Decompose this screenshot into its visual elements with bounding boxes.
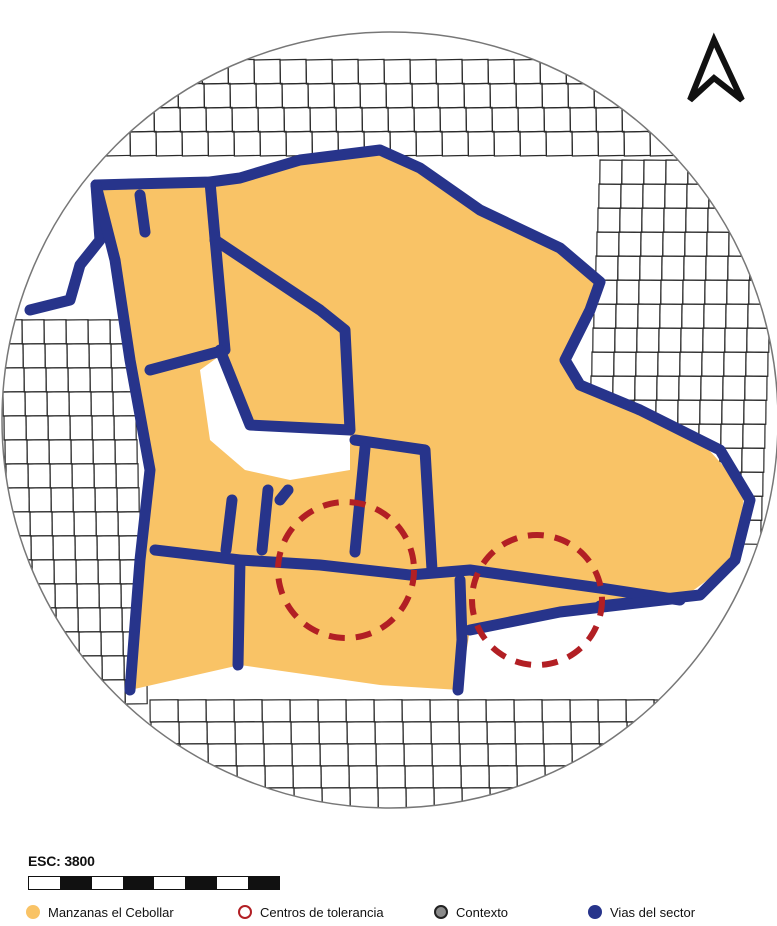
legend-label: Manzanas el Cebollar xyxy=(48,904,174,920)
road-outer-loop xyxy=(90,144,756,612)
context-swatch-icon xyxy=(434,905,448,919)
road-south-branch xyxy=(464,592,686,636)
road-south-vertical xyxy=(232,554,246,671)
scale-segment xyxy=(29,877,61,889)
road-inner-2 xyxy=(209,234,356,436)
legend-label: Vias del sector xyxy=(610,904,696,920)
tolerance-centers xyxy=(275,499,605,668)
excluded-area xyxy=(200,352,350,480)
legend-item-tolerance: Centros de tolerancia xyxy=(238,902,384,922)
road-stub-4 xyxy=(274,484,294,506)
road-stub-3 xyxy=(256,484,274,556)
legend-label: Contexto xyxy=(456,904,509,920)
scale-label: ESC: 3800 xyxy=(28,853,95,869)
tolerance-ring-icon xyxy=(238,905,252,919)
north-arrow-icon xyxy=(687,32,745,103)
map-canvas xyxy=(1,31,777,809)
road-mid-vertical-2 xyxy=(349,442,371,558)
legend-item-roads: Vias del sector xyxy=(588,902,695,922)
roads-swatch-icon xyxy=(588,905,602,919)
road-south-stub xyxy=(452,574,468,696)
road-stub-2 xyxy=(220,494,238,556)
legend-item-blocks: Manzanas el Cebollar xyxy=(26,902,174,922)
scale-segment xyxy=(247,877,279,889)
map-frame xyxy=(1,31,777,809)
context-parcels xyxy=(2,58,777,808)
roads xyxy=(24,144,756,696)
scale-segment xyxy=(60,877,92,889)
legend-label: Centros de tolerancia xyxy=(260,904,384,920)
road-stub-1 xyxy=(134,189,151,238)
scale-segment xyxy=(91,877,123,889)
scale-segment xyxy=(122,877,154,889)
road-mid-vertical xyxy=(349,434,438,576)
legend-item-context: Contexto xyxy=(434,902,508,922)
scale-segment xyxy=(185,877,217,889)
road-west-spur xyxy=(24,179,106,316)
scale-bar xyxy=(28,876,280,890)
blocks-swatch-icon xyxy=(26,905,40,919)
tolerance-center-1 xyxy=(275,499,417,641)
scale-segment xyxy=(154,877,186,889)
tolerance-center-2 xyxy=(469,532,605,668)
scale-segment xyxy=(216,877,248,889)
road-west-main xyxy=(90,179,156,696)
